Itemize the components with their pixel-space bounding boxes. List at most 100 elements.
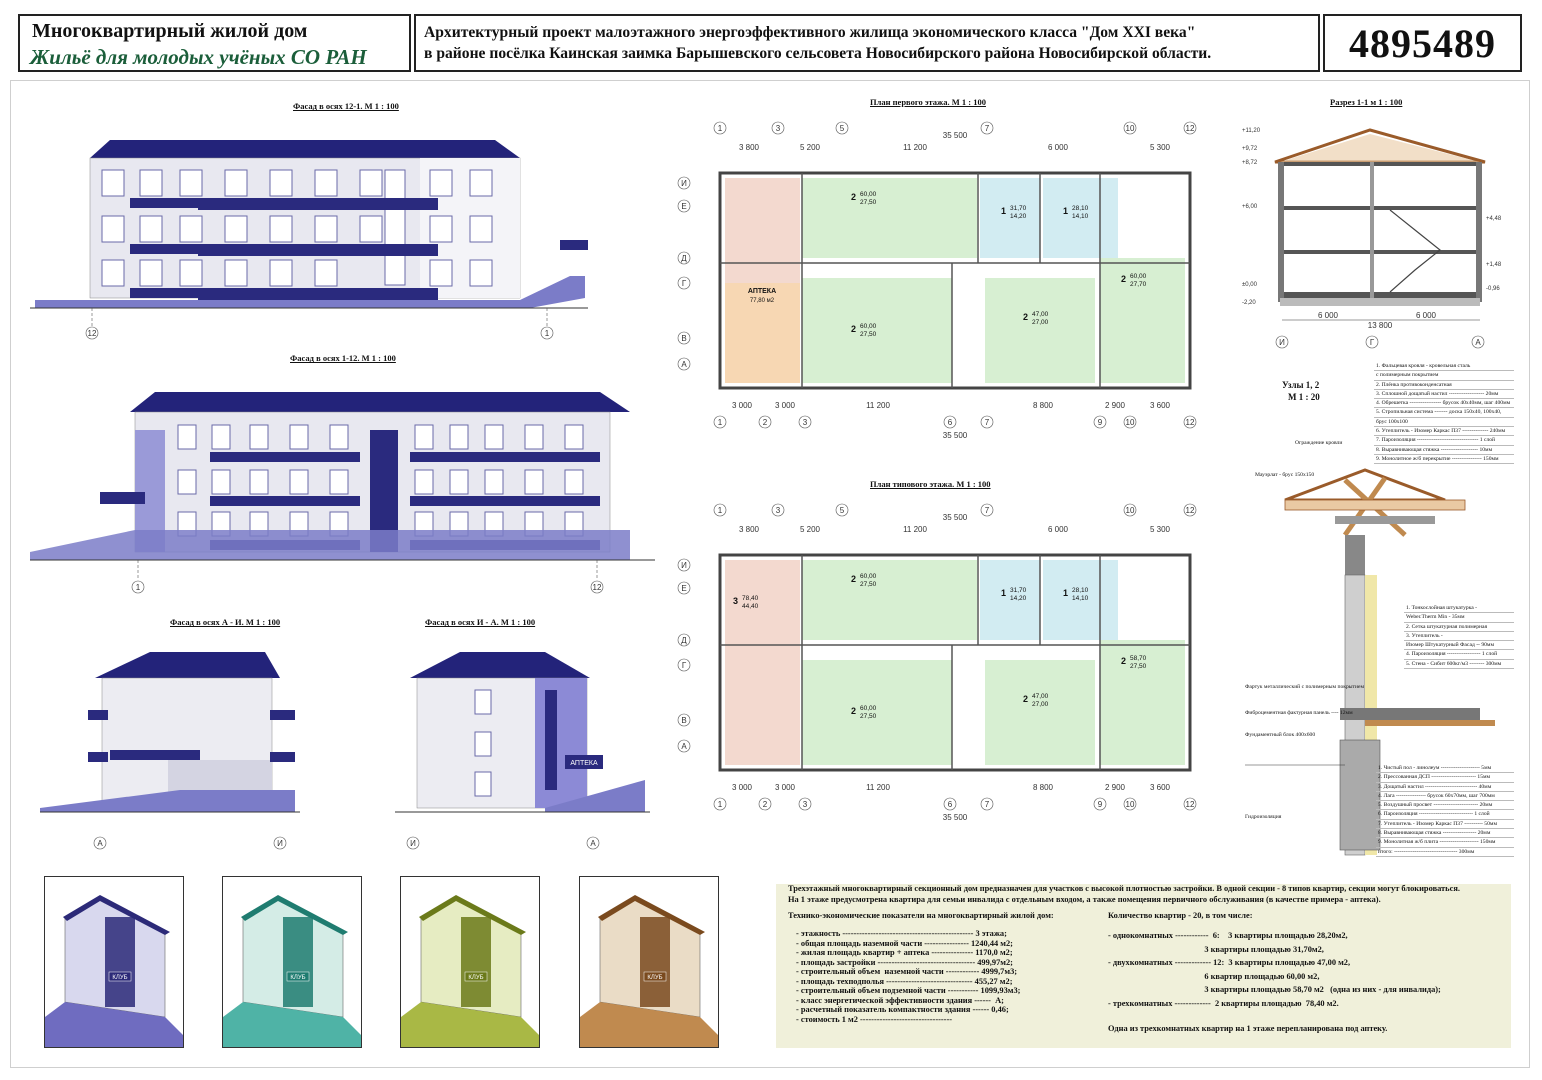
floor-layer-item: 4. Лага ---------------- брусок 60х70мм,… [1376, 792, 1514, 802]
floor-layer-item: 9. Монолитная ж/б плита ----------------… [1376, 838, 1514, 848]
plan1-top-axis-label: 7 [985, 124, 990, 133]
plan2-bottom-axis-bubble [943, 797, 957, 811]
wall-layer-item: 2. Сетка штукатурная полимерная [1404, 623, 1514, 632]
plan1-top-axis-label: 12 [1186, 124, 1195, 133]
thumb-ground [580, 1002, 718, 1047]
plan2-bottom-axis-label: 7 [985, 800, 990, 809]
plan1-unit-rooms: 2 [851, 324, 856, 334]
plan2-top-dim: 5 200 [800, 525, 821, 534]
plan2-unit-total-area: 31,70 [1010, 587, 1027, 594]
roof-layer-item: 8. Выравнивающая стяжка ----------------… [1374, 446, 1514, 455]
plan1-unit-living-area: 27,00 [1032, 319, 1049, 326]
thumb-sign-text: КЛУБ [112, 975, 127, 981]
plan2-unit-living-area: 14,10 [1072, 595, 1089, 602]
plan1-total-dim-top: 35 500 [943, 131, 968, 140]
plan2-unit-total-area: 58,70 [1130, 655, 1147, 662]
plan2-unit-living-area: 14,20 [1010, 595, 1027, 602]
section-axis-1: И [1279, 338, 1285, 347]
plan1-top-dim: 5 300 [1150, 143, 1171, 152]
plan2-total-dim-top: 35 500 [943, 513, 968, 522]
apt-line: 3 квартиры площадью 31,70м2, [1108, 944, 1324, 954]
plan2-unit-rooms: 2 [1121, 656, 1126, 666]
plan1-bottom-axis-label: 3 [803, 418, 808, 427]
facade4-drawing: АПТЕКА И А [395, 652, 650, 850]
plan2-row-axis-label: Е [681, 584, 686, 593]
plan2-unit-rooms: 1 [1001, 588, 1006, 598]
plan2-top-axis-label: 12 [1186, 506, 1195, 515]
thumb-sign [464, 971, 488, 982]
nodes-caption-2: М 1 : 20 [1288, 392, 1320, 402]
plan1-unit-living-area: 14,20 [1010, 213, 1027, 220]
plan1-bottom-axis-bubble [1183, 415, 1197, 429]
plan2-bottom-axis-bubble [980, 797, 994, 811]
facade2-axis-left: 1 [136, 583, 141, 592]
roof-layer-item: 2. Плёнка противоконденсатная [1374, 381, 1514, 390]
section-caption: Разрез 1-1 м 1 : 100 [1330, 97, 1403, 107]
plan2-top-axis-label: 1 [718, 506, 723, 515]
plan1-row-axis-label: Е [681, 202, 686, 211]
section-axis-2: Г [1370, 338, 1375, 347]
plan1-bottom-axis-label: 1 [718, 418, 723, 427]
description-intro-1: Трехэтажный многоквартирный секционный д… [788, 884, 1460, 893]
label-waterproof: Гидроизоляция [1245, 814, 1282, 820]
plan1-unit-rooms: 2 [1121, 274, 1126, 284]
thumb-ground [45, 1002, 183, 1047]
floor-layer-item: итого: ---------------------------------… [1376, 848, 1514, 857]
plan2-bottom-axis-label: 10 [1126, 800, 1135, 809]
roof-layer-item: брус 100х100 [1374, 418, 1514, 428]
apt-line: - двухкомнатных ------------- 12: 3 квар… [1108, 958, 1351, 967]
plan2-top-axis-label: 10 [1126, 506, 1135, 515]
plan2-caption: План типового этажа. М 1 : 100 [870, 479, 991, 489]
plan2-top-dim: 3 800 [739, 525, 760, 534]
facade1-axis-right: 1 [545, 329, 550, 338]
plan2-top-dim: 5 300 [1150, 525, 1171, 534]
plan1-top-axis-bubble [980, 121, 994, 135]
section-level-5: +4,48 [1486, 216, 1502, 222]
floor-layers-list: 1. Чистый пол - линолеум ---------------… [1376, 764, 1514, 857]
plan2-row-axis-bubble [677, 581, 691, 595]
plan1-bottom-dim: 8 800 [1033, 401, 1054, 410]
plan1-bottom-axis-label: 7 [985, 418, 990, 427]
plan1-top-axis-bubble [1123, 121, 1137, 135]
plan2-row-axis-bubble [677, 558, 691, 572]
plan2-unit-rooms: 1 [1063, 588, 1068, 598]
facade2-drawing: 1 12 [30, 392, 655, 594]
plan2-top-axis-bubble [713, 503, 727, 517]
plan1-bottom-dim: 3 000 [775, 401, 796, 410]
tep-line: - этажность ----------------------------… [796, 929, 1007, 938]
plan2-bottom-dim: 11 200 [866, 783, 890, 792]
apt-line: 6 квартир площадью 60,00 м2, [1108, 971, 1320, 981]
thumbnail-blue: КЛУБ [44, 876, 184, 1048]
plan2-bottom-axis-label: 6 [948, 800, 953, 809]
plan1-top-axis-label: 5 [840, 124, 845, 133]
floor-layer-item: 2. Прессованная ДСП --------------------… [1376, 773, 1514, 783]
plan2-top-axis-bubble [771, 503, 785, 517]
roof-layer-item: 3. Сплошной дощатый настил -------------… [1374, 390, 1514, 400]
thumbnail-brown: КЛУБ [579, 876, 719, 1048]
label-roof-fence: Ограждение кровли [1295, 440, 1342, 446]
roof-layers-list: 1. Фальцевая кровля - кровельная сталь с… [1374, 362, 1514, 465]
thumbnail-olive: КЛУБ [400, 876, 540, 1048]
plan2-unit-living-area: 27,50 [1130, 663, 1147, 670]
plan2-unit-total-area: 28,10 [1072, 587, 1089, 594]
facade4-axis-right: А [590, 839, 596, 848]
section-level-1: +11,20 [1242, 128, 1261, 134]
plan2-unit-rooms: 3 [733, 596, 738, 606]
plan1-total-dim-bottom: 35 500 [943, 431, 968, 440]
plan1-row-axis-bubble [677, 331, 691, 345]
plan2-top-axis-bubble [1123, 503, 1137, 517]
plan1-unit-total-area: 60,00 [860, 323, 877, 330]
plan1-bottom-axis-label: 2 [763, 418, 768, 427]
plan2-bottom-axis-label: 9 [1098, 800, 1103, 809]
floor-layer-item: 8. Выравнивающая стяжка ----------------… [1376, 829, 1514, 839]
plan1-row-axis-label: А [681, 360, 687, 369]
plan1-top-dim: 11 200 [903, 143, 927, 152]
thumb-glazing [640, 917, 670, 1007]
thumb-roof [598, 895, 705, 935]
section-dim-total: 13 800 [1368, 321, 1393, 330]
project-title-line1: Архитектурный проект малоэтажного энерго… [424, 24, 1196, 41]
plan1-unit-living-area: 27,50 [860, 199, 877, 206]
wall-layers-list: 1. Тонкослойная штукатурка - Weber.Therm… [1404, 604, 1514, 670]
roof-layer-item: 5. Стропильная система ------- доска 150… [1374, 408, 1514, 418]
